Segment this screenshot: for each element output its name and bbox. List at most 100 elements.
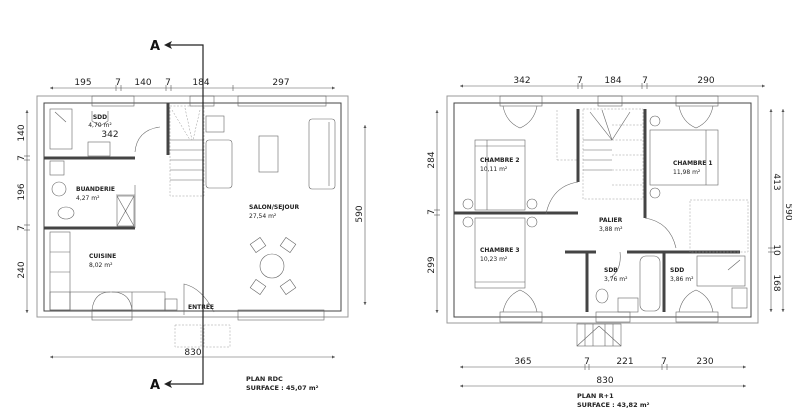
r1-dim-top-3: 7 [642,76,648,86]
rdc-dim-top-1: 7 [115,78,121,88]
chair [279,279,297,295]
room-chambre-1-name: CHAMBRE 1 [673,160,713,167]
rdc-dim-top-4: 184 [192,78,209,88]
room-cuisine-area: 8,02 m² [89,262,113,269]
rdc-dim-right: 590 [355,205,365,222]
staircase-r1 [556,108,644,200]
chair [249,237,267,253]
rdc-plan-surface: SURFACE : 45,07 m² [246,384,319,392]
room-chambre-3-name: CHAMBRE 3 [480,247,520,254]
nightstand [462,216,474,228]
room-chambre-1-area: 11,98 m² [673,169,701,176]
room-sdd-rdc-area: 4,70 m² [88,122,112,129]
toilet-sdb [595,288,609,304]
shower-sdd [696,255,746,287]
window [189,95,215,107]
room-buanderie-name: BUANDERIE [76,186,115,193]
chair [279,237,297,253]
r1-dim-top-4: 290 [697,76,714,86]
room-sdd-rdc-name: SDD [93,114,107,121]
rdc-dim-left-3: 7 [17,225,27,231]
r1-dim-left-1: 7 [427,209,437,215]
r1-dim-bottom-4: 230 [696,357,713,367]
r1-dim-left-0: 284 [427,151,437,168]
room-buanderie-area: 4,27 m² [76,195,100,202]
r1-dim-bottom-1: 7 [584,357,590,367]
plan-r1 [434,83,785,388]
section-label-bottom: A [150,378,160,393]
rdc-top-dimensions [50,85,335,91]
bed-chambre-3 [474,217,526,289]
nightstand [649,187,661,199]
rdc-dim-left-4: 240 [17,261,27,278]
r1-dim-bottom-2: 221 [616,357,633,367]
window [91,95,135,107]
room-chambre-2-area: 10,11 m² [480,166,508,173]
r1-exterior-stair [576,323,622,347]
section-label-top: A [150,39,160,54]
armchairs [205,139,233,189]
entry-step [174,324,202,348]
r1-left-dimensions [434,110,440,313]
entry-door [183,283,215,315]
r1-dim-right-inner-1: 10 [771,244,781,256]
room-salon-name: SALON/SEJOUR [249,204,300,211]
rdc-left-dimensions [24,110,30,313]
r1-dim-bottom-total: 830 [596,376,613,386]
window [675,311,719,323]
washing-machine [49,160,65,176]
nightstand [649,115,661,127]
sink [87,141,111,157]
section-cut-line [164,41,204,388]
rdc-dim-top-3: 7 [165,78,171,88]
bed-chambre-2 [474,139,526,211]
bed-chambre-1 [649,129,719,186]
r1-dim-top-2: 184 [604,76,621,86]
coffee-table [258,135,279,173]
r1-plan-surface: SURFACE : 43,82 m² [577,401,650,409]
shower [49,108,73,150]
rdc-dim-top-5: 297 [272,78,289,88]
sofa [308,118,336,190]
nightstand [526,216,538,228]
plan-rdc [24,41,367,388]
window [499,311,543,323]
room-sdd-r1-name: SDD [670,267,684,274]
rdc-dim-left-0: 140 [17,124,27,141]
r1-dim-top-1: 7 [577,76,583,86]
r1-dim-right-inner-2: 168 [771,274,781,291]
nightstand [526,198,538,210]
rdc-dim-left-2: 196 [17,183,27,200]
room-sdb-name: SDB [604,267,618,274]
rdc-inner-dim: 342 [101,130,118,140]
room-cuisine-name: CUISINE [89,253,116,260]
rdc-plan-title: PLAN RDC [246,375,283,383]
window [675,95,719,107]
window [237,309,325,321]
room-chambre-2-name: CHAMBRE 2 [480,157,520,164]
room-palier-area: 3,88 m² [599,226,623,233]
sink-sdd [731,287,748,309]
bathtub [639,255,661,312]
room-salon-area: 27,54 m² [249,213,277,220]
room-palier-name: PALIER [599,217,623,224]
washer-drum [51,181,67,197]
r1-interior-wall [453,102,752,318]
room-sdb-area: 3,76 m² [604,276,628,283]
rdc-exterior-wall [36,95,349,318]
kitchen-counter-bottom [49,291,166,311]
toilet [57,206,75,220]
rdc-interior-wall [43,102,342,312]
nightstand [462,198,474,210]
cabinet [116,195,135,227]
r1-plan-title: PLAN R+1 [577,392,614,400]
room-sdd-r1-area: 3,86 m² [670,276,694,283]
fridge [164,298,178,311]
room-chambre-3-area: 10,23 m² [480,256,508,263]
sink-sdb [617,297,639,313]
rdc-dim-top-2: 140 [134,78,151,88]
window [597,95,623,107]
chair [249,279,267,295]
entry-step [203,324,231,348]
